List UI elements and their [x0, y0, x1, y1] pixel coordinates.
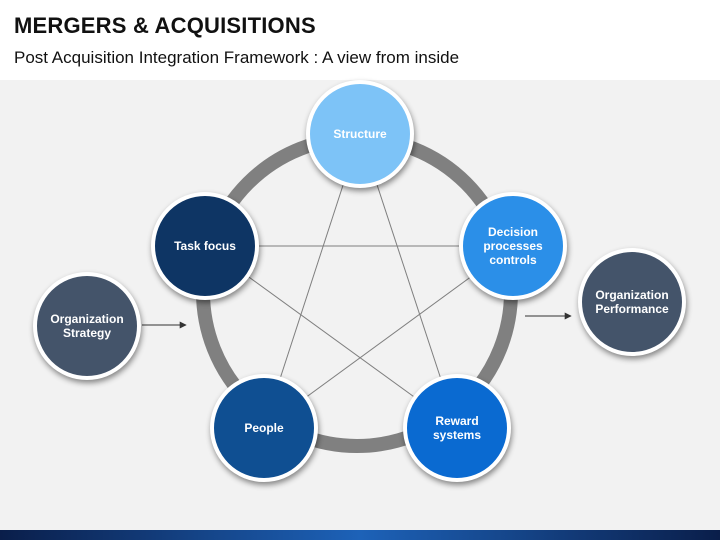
reward-systems-node: Reward systems — [403, 374, 511, 482]
structure-label: Structure — [333, 127, 387, 141]
task-focus-node: Task focus — [151, 192, 259, 300]
organization-performance-node: Organization Performance — [578, 248, 686, 356]
reward-systems-label: Reward systems — [432, 414, 482, 442]
slide-title: MERGERS & ACQUISITIONS — [14, 13, 316, 38]
people-node: People — [210, 374, 318, 482]
decision-processes-node: Decision processes controls — [459, 192, 567, 300]
organization-strategy-label: Organization Strategy — [50, 312, 124, 340]
organization-strategy-node: Organization Strategy — [33, 272, 141, 380]
organization-performance-label: Organization Performance — [595, 288, 669, 316]
task-focus-label: Task focus — [174, 239, 236, 253]
slide-subtitle: Post Acquisition Integration Framework :… — [14, 48, 460, 67]
structure-node: Structure — [306, 80, 414, 188]
people-label: People — [244, 421, 284, 435]
decision-processes-label: Decision processes controls — [483, 225, 543, 267]
footer-bar — [0, 530, 720, 540]
